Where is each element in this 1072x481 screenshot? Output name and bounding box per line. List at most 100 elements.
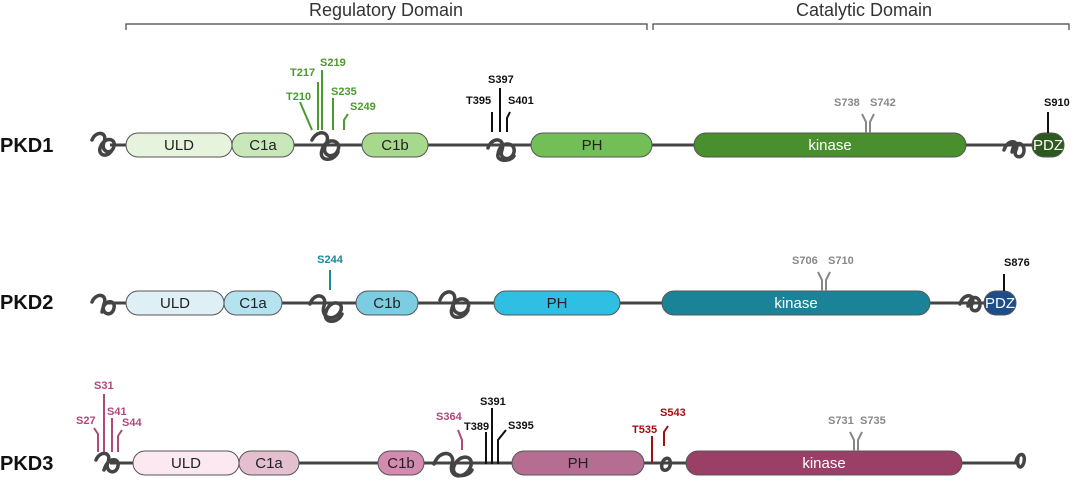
phosphosite-group	[817, 271, 831, 291]
disordered-loop	[1002, 140, 1026, 159]
disordered-loop	[659, 456, 673, 472]
domain-c1a	[223, 290, 283, 316]
disordered-loop	[438, 290, 471, 319]
site-label: T389	[464, 421, 489, 433]
domain-c1b	[355, 290, 419, 316]
site-marker	[506, 111, 511, 132]
domain-uld-label: ULD	[160, 295, 190, 312]
phosphosite-group	[299, 70, 349, 131]
disordered-loop	[1014, 452, 1027, 469]
domain-c1b-label: C1b	[373, 295, 401, 312]
site-label: S235	[331, 86, 357, 98]
site-label: S249	[350, 101, 376, 113]
domain-uld-label: ULD	[171, 455, 201, 472]
site-label: S401	[508, 95, 534, 107]
domain-ph	[493, 290, 621, 316]
domain-ph	[511, 450, 645, 476]
protein-name-pkd3: PKD3	[0, 453, 53, 475]
catalytic-domain-label: Catalytic Domain	[796, 0, 932, 20]
domain-kinase-label: kinase	[774, 295, 817, 312]
site-marker	[117, 429, 123, 452]
site-marker	[299, 101, 313, 131]
site-marker	[825, 271, 831, 291]
phosphosite-group	[651, 425, 669, 462]
site-label: S910	[1044, 97, 1070, 109]
domain-c1a	[238, 450, 300, 476]
disordered-loop	[958, 294, 982, 313]
disordered-loop	[94, 451, 120, 474]
site-label: T395	[466, 95, 491, 107]
disordered-loop	[486, 138, 516, 162]
site-label: S397	[488, 74, 514, 86]
phosphosite-group	[861, 113, 875, 133]
site-label: S710	[828, 255, 854, 267]
domain-kinase	[661, 290, 931, 316]
domain-c1b	[377, 450, 425, 476]
domain-pdz-label: PDZ	[1033, 137, 1063, 154]
site-label: T535	[632, 424, 657, 436]
domain-ph-label: PH	[582, 137, 603, 154]
site-label: S391	[480, 396, 506, 408]
domain-kinase	[693, 132, 967, 158]
disordered-loop	[90, 293, 116, 316]
site-marker	[663, 425, 669, 446]
domain-ph-label: PH	[568, 455, 589, 472]
phosphosite-group	[849, 431, 863, 451]
domain-kinase-label: kinase	[808, 137, 851, 154]
site-label: S543	[660, 407, 686, 419]
phosphosite-group	[485, 408, 507, 464]
domain-kinase-label: kinase	[802, 455, 845, 472]
pkd2-row: PKD2 ULD C1a C1b PH kinase PDZ S244 S706…	[0, 254, 1030, 323]
disordered-loop	[432, 451, 474, 478]
site-marker	[817, 271, 823, 291]
site-label: S219	[320, 57, 346, 69]
domain-pdz-label: PDZ	[985, 295, 1015, 312]
catalytic-bracket	[652, 23, 1070, 30]
site-marker	[849, 431, 855, 451]
site-label: S735	[860, 415, 886, 427]
pkd3-row: PKD3 ULD C1a C1b PH kinase S27 S31 S41 S…	[0, 380, 1027, 478]
site-label: T210	[286, 91, 311, 103]
site-marker	[861, 113, 867, 133]
domain-c1b-label: C1b	[381, 137, 409, 154]
disordered-loop	[90, 131, 116, 157]
regulatory-domain-header: Regulatory Domain	[125, 0, 648, 30]
protein-name-pkd1: PKD1	[0, 135, 53, 157]
catalytic-domain-header: Catalytic Domain	[652, 0, 1070, 30]
site-marker	[93, 427, 99, 452]
regulatory-domain-label: Regulatory Domain	[309, 0, 463, 20]
domain-c1a-label: C1a	[249, 137, 277, 154]
site-label: S731	[828, 415, 854, 427]
site-marker	[343, 113, 349, 130]
site-label: S27	[76, 415, 96, 427]
domain-ph	[530, 132, 653, 158]
site-label: S742	[870, 97, 896, 109]
domain-uld-label: ULD	[164, 137, 194, 154]
site-label: S738	[834, 97, 860, 109]
domain-kinase	[685, 450, 963, 476]
site-label: S44	[122, 417, 142, 429]
disordered-loop	[310, 131, 341, 161]
domain-c1a-label: C1a	[239, 295, 267, 312]
site-label: T217	[290, 67, 315, 79]
site-marker	[497, 429, 507, 464]
site-marker	[869, 113, 875, 133]
domain-c1b	[361, 132, 429, 158]
site-label: S706	[792, 255, 818, 267]
regulatory-bracket	[125, 23, 648, 30]
domain-c1b-label: C1b	[387, 455, 415, 472]
site-label: S31	[94, 380, 114, 392]
domain-c1a	[231, 132, 295, 158]
domain-ph-label: PH	[547, 295, 568, 312]
phosphosite-group	[491, 88, 511, 132]
pkd1-row: PKD1 ULD C1a C1b PH kinase PDZ T210 T217…	[0, 57, 1070, 162]
phosphosite-group	[93, 394, 123, 452]
disordered-loop	[308, 294, 344, 323]
site-label: S876	[1004, 257, 1030, 269]
site-marker	[857, 431, 863, 451]
site-label: S244	[317, 254, 344, 266]
protein-name-pkd2: PKD2	[0, 292, 53, 314]
site-marker	[457, 429, 463, 450]
site-label: S395	[508, 420, 534, 432]
